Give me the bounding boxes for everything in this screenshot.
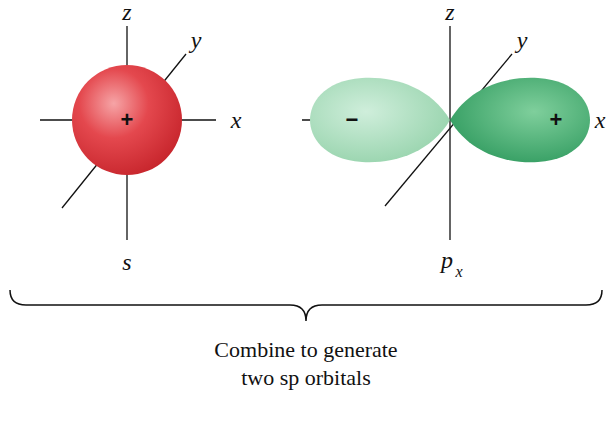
axes: [40, 26, 216, 240]
phase-sign: +: [121, 109, 134, 131]
subscript-label: x: [455, 264, 462, 280]
axis-label: y: [191, 28, 202, 52]
axis-label: p: [441, 248, 453, 272]
p-orbital-lobe: [310, 78, 450, 162]
axis-label: x: [595, 108, 606, 132]
brace: [10, 290, 602, 321]
axis-label: z: [445, 0, 454, 24]
axis-label: s: [122, 250, 131, 274]
phase-sign: −: [346, 109, 359, 131]
caption: Combine to generate two sp orbitals: [199, 336, 414, 392]
phase-sign: +: [550, 109, 563, 131]
s-orbital: [72, 65, 182, 175]
axis-label: z: [122, 0, 131, 24]
axis-label: x: [231, 108, 242, 132]
axis-label: y: [517, 28, 528, 52]
p-orbital-lobe: [450, 78, 590, 162]
